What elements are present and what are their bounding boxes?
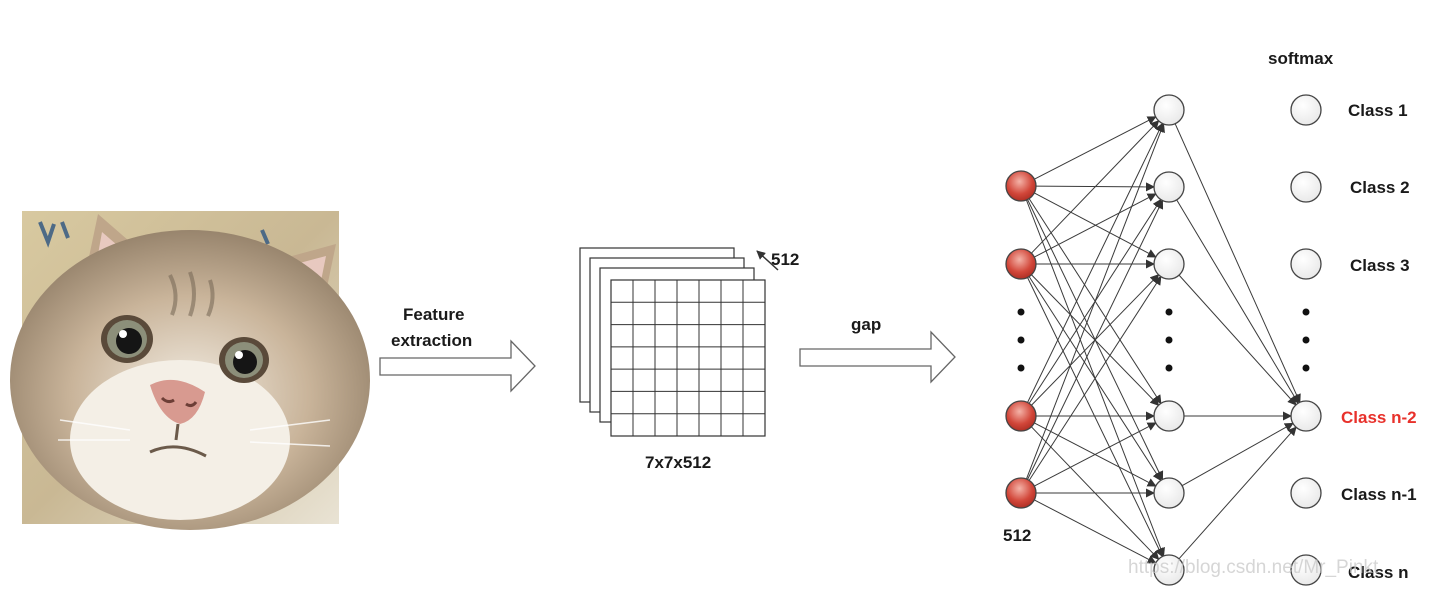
feature-extraction-arrow (379, 339, 536, 393)
network-edges (1025, 116, 1301, 564)
hidden-node-2 (1153, 248, 1185, 280)
softmax-node-4 (1290, 477, 1322, 509)
class-label-2: Class 2 (1350, 178, 1410, 197)
softmax-node-5 (1290, 554, 1322, 586)
feature-map-grid (610, 279, 766, 437)
gap-arrow (799, 330, 956, 384)
edge-input-2-hidden-0 (1027, 122, 1164, 403)
edge-input-3-hidden-2 (1028, 275, 1162, 481)
hidden-node-3 (1153, 400, 1185, 432)
depth-arrow (756, 250, 779, 271)
edge-hidden-4-output (1181, 422, 1294, 487)
edge-hidden-1-output (1176, 199, 1299, 404)
gap-label: gap (851, 315, 881, 334)
hidden-node-0 (1153, 94, 1185, 126)
edge-hidden-5-output (1178, 426, 1297, 560)
softmax-node-0 (1290, 94, 1322, 126)
hidden-node-4 (1153, 477, 1185, 509)
class-label-3: Class 3 (1350, 256, 1410, 275)
hidden-node-1 (1153, 171, 1185, 203)
class-label-n-1: Class n-1 (1341, 485, 1417, 504)
depth-label: 512 (771, 250, 799, 269)
edge-input-1-hidden-5 (1027, 277, 1164, 558)
input-node-2 (1005, 400, 1037, 432)
cat-image (10, 211, 370, 530)
edge-input-3-hidden-1 (1027, 199, 1164, 480)
edge-input-0-hidden-0 (1034, 116, 1157, 180)
watermark: https://blog.csdn.net/Mr_Pinkt (1128, 557, 1379, 578)
class-label-n: Class n (1348, 563, 1408, 582)
edge-input-3-hidden-0 (1025, 123, 1165, 480)
softmax-label: softmax (1268, 49, 1334, 68)
input-node-1 (1005, 248, 1037, 280)
network-nodes (1005, 94, 1322, 586)
ellipsis-dots (1017, 308, 1310, 372)
feature-map-stack (579, 247, 766, 437)
edge-hidden-0-output (1174, 123, 1301, 404)
input-node-0 (1005, 170, 1037, 202)
softmax-node-3 (1290, 400, 1322, 432)
input-count-label: 512 (1003, 526, 1031, 545)
feature-label-line1: Feature (403, 305, 464, 324)
edge-input-3-hidden-3 (1034, 422, 1157, 487)
class-label-n-2: Class n-2 (1341, 408, 1417, 427)
edge-input-3-hidden-5 (1034, 499, 1157, 564)
softmax-node-1 (1290, 171, 1322, 203)
hidden-node-5 (1153, 554, 1185, 586)
edge-input-1-hidden-1 (1034, 193, 1157, 258)
feature-label-line2: extraction (391, 331, 472, 350)
feature-map-dims-label: 7x7x512 (645, 453, 711, 472)
edge-hidden-2-output (1178, 274, 1297, 406)
softmax-node-2 (1290, 248, 1322, 280)
edge-input-1-hidden-0 (1031, 120, 1160, 254)
input-node-3 (1005, 477, 1037, 509)
class-label-1: Class 1 (1348, 101, 1408, 120)
